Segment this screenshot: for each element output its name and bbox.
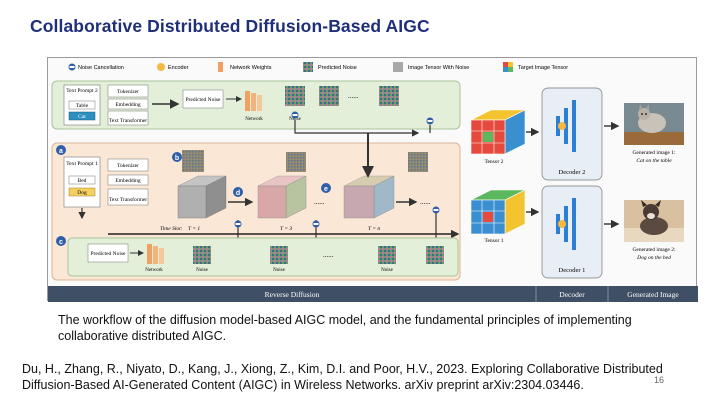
top-network-label: Network (245, 117, 263, 122)
noise-sample-b (182, 150, 204, 172)
timeline-label: Time Slot: (160, 226, 183, 232)
encoder-legend-icon (157, 63, 165, 71)
predicted-noise-legend-icon (303, 62, 313, 72)
generated-1-title: Generated image 1: (632, 150, 676, 156)
target-tensor-1 (470, 189, 526, 235)
generated-image-dog (624, 200, 684, 242)
svg-text:a: a (59, 148, 63, 155)
marker-e (321, 183, 331, 193)
top-predicted-noise: Predicted Noise (186, 97, 222, 103)
bottom-noise-label-1: Noise (196, 268, 208, 273)
network-weights-legend-icon (218, 62, 223, 72)
svg-text:e: e (324, 186, 328, 193)
marker-a (56, 145, 66, 155)
legend-encoder: Encoder (168, 65, 189, 71)
top-prompt: Text Prompt 2 (66, 88, 98, 94)
decoder-2-label: Decoder 2 (559, 169, 586, 176)
generated-image-cat (624, 103, 684, 145)
legend-network-weights: Network Weights (230, 65, 272, 71)
bottom-network-label: Network (145, 268, 163, 273)
bottom-predicted-noise: Predicted Noise (91, 251, 127, 257)
noisy-tensor-cube-1 (177, 175, 227, 219)
footer-decoder: Decoder (559, 290, 585, 299)
tensor-2-label: Tensor 2 (484, 159, 503, 165)
bottom-prompt: Text Prompt 1 (66, 161, 98, 167)
noisy-tensor-cube-3 (343, 175, 395, 219)
tensor-1-label: Tensor 1 (484, 238, 503, 244)
svg-text:Noise: Noise (273, 268, 285, 273)
top-word-table: Table (76, 103, 89, 109)
diffusion-workflow-figure: Noise Cancellation Encoder Network Weigh… (47, 57, 698, 302)
decoder-1-label: Decoder 1 (559, 267, 586, 274)
timeline-tn: T = n (368, 226, 380, 232)
generated-2-desc: Dog on the bed (636, 255, 671, 261)
slide-title: Collaborative Distributed Diffusion-Base… (30, 16, 430, 36)
legend: Noise Cancellation Encoder Network Weigh… (68, 62, 568, 72)
top-network-weights-icon (245, 91, 262, 111)
footer-generated-image: Generated Image (627, 290, 679, 299)
bottom-word-bed: Bed (78, 178, 87, 184)
timeline-t3: T = 3 (280, 226, 292, 232)
marker-c (56, 236, 66, 246)
citation: Du, H., Zhang, R., Niyato, D., Kang, J.,… (22, 362, 663, 392)
legend-predicted-noise: Predicted Noise (318, 65, 357, 71)
top-noise-label: Noise (289, 117, 301, 122)
figure-footer-bar (48, 286, 698, 302)
image-tensor-legend-icon (393, 62, 403, 72)
top-noise-icon (285, 86, 305, 106)
top-transformer: Text Transformer (109, 117, 147, 124)
legend-target-tensor: Target Image Tensor (518, 65, 568, 71)
bottom-network-weights-icon (147, 244, 164, 264)
svg-text:......: ...... (420, 198, 431, 206)
timeline-t1: T = 1 (188, 226, 200, 232)
target-tensor-2 (470, 109, 526, 155)
footer-reverse-diffusion: Reverse Diffusion (265, 290, 320, 299)
bottom-embedding: Embedding (115, 178, 141, 184)
legend-noise-cancellation: Noise Cancellation (78, 65, 124, 71)
top-embedding: Embedding (115, 102, 141, 108)
marker-d (233, 187, 243, 197)
top-word-cat: Cat (78, 114, 86, 120)
page-number: 16 (654, 375, 665, 385)
figure-caption: The workflow of the diffusion model-base… (58, 313, 632, 343)
svg-text:b: b (175, 155, 179, 162)
bottom-tokenizer: Tokenizer (117, 163, 139, 169)
top-tokenizer: Tokenizer (117, 89, 139, 95)
bottom-transformer: Text Transformer (109, 196, 147, 203)
noisy-tensor-cube-2 (257, 175, 307, 219)
legend-image-tensor: Image Tensor With Noise (408, 65, 469, 71)
svg-text:......: ...... (314, 198, 325, 206)
generated-2-title: Generated image 2: (632, 247, 676, 253)
bottom-word-dog: Dog (77, 190, 87, 196)
svg-text:......: ...... (323, 251, 334, 259)
svg-text:Noise: Noise (381, 268, 393, 273)
marker-b (172, 152, 182, 162)
svg-text:d: d (236, 190, 240, 197)
svg-text:c: c (59, 239, 63, 246)
generated-1-desc: Cat on the table (636, 158, 672, 164)
svg-text:......: ...... (348, 92, 359, 100)
